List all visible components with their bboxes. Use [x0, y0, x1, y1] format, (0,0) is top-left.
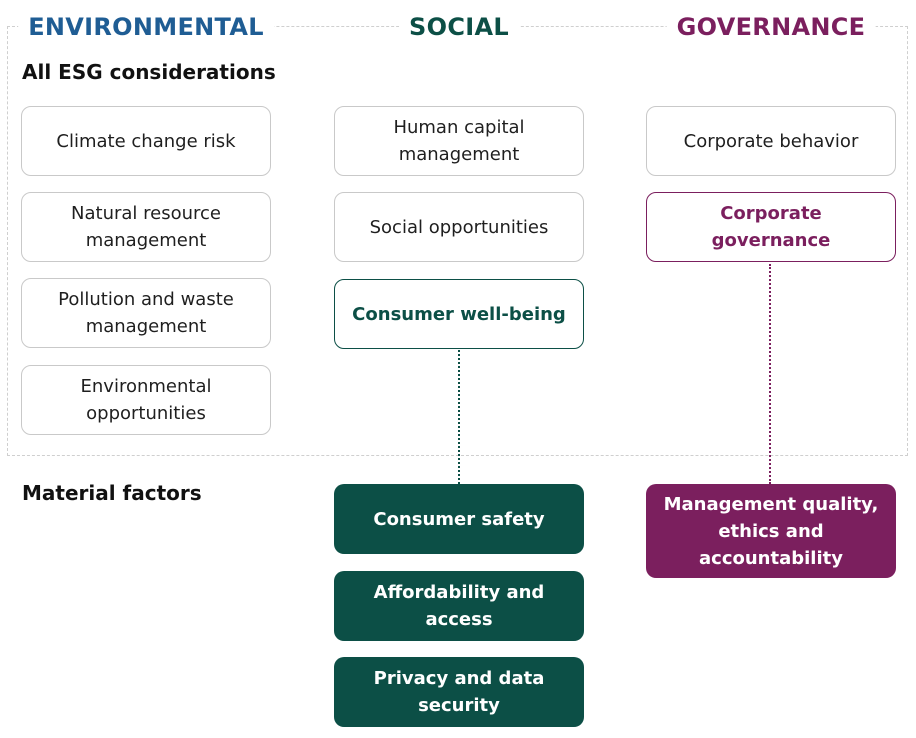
- env-item-environmental-opportunities: Environmental opportunities: [21, 365, 271, 435]
- material-management-quality: Management quality, ethics and accountab…: [646, 484, 896, 578]
- social-item-human-capital: Human capital management: [334, 106, 584, 176]
- social-connector-line: [458, 350, 460, 484]
- env-item-pollution-waste-management: Pollution and waste management: [21, 278, 271, 348]
- environmental-heading: ENVIRONMENTAL: [18, 10, 274, 44]
- gov-item-corporate-behavior: Corporate behavior: [646, 106, 896, 176]
- gov-item-corporate-governance: Corporate governance: [646, 192, 896, 262]
- social-item-social-opportunities: Social opportunities: [334, 192, 584, 262]
- all-esg-label: All ESG considerations: [22, 60, 276, 84]
- material-consumer-safety: Consumer safety: [334, 484, 584, 554]
- material-factors-label: Material factors: [22, 481, 202, 505]
- social-item-consumer-well-being: Consumer well-being: [334, 279, 584, 349]
- governance-connector-line: [769, 264, 771, 484]
- material-affordability-access: Affordability and access: [334, 571, 584, 641]
- env-item-natural-resource-management: Natural resource management: [21, 192, 271, 262]
- env-item-climate-change-risk: Climate change risk: [21, 106, 271, 176]
- social-heading: SOCIAL: [399, 10, 519, 44]
- governance-heading: GOVERNANCE: [666, 10, 876, 44]
- material-privacy-data-security: Privacy and data security: [334, 657, 584, 727]
